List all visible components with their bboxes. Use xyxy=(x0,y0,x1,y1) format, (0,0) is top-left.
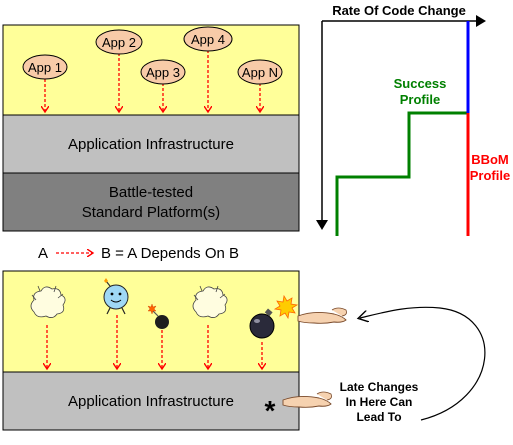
walking-bomb-icon xyxy=(103,278,129,315)
app-bubble-3: App 3 xyxy=(140,59,186,85)
app-label: App 1 xyxy=(28,60,62,75)
bottom-stack-diagram: Application Infrastructure * xyxy=(2,270,486,431)
legend-a: A xyxy=(38,245,48,262)
explosion-cloud-icon xyxy=(30,285,66,318)
pointing-hand-icon xyxy=(282,391,332,408)
platform-layer xyxy=(2,172,300,232)
bbom-label-line1: BBoM xyxy=(471,152,509,167)
success-label-line1: Success xyxy=(394,76,447,91)
late-changes-note-line3: Lead To xyxy=(356,410,401,424)
chart-title: Rate Of Code Change xyxy=(332,3,466,18)
app-bubble-1: App 1 xyxy=(22,54,68,80)
late-changes-note-line1: Late Changes xyxy=(340,380,419,394)
late-changes-note-line2: In Here Can xyxy=(346,395,413,409)
app-layer xyxy=(2,270,300,373)
app-bubble-n: App N xyxy=(237,59,283,85)
legend: A B = A Depends On B xyxy=(38,245,239,262)
large-bomb-icon xyxy=(249,294,299,339)
platform-label-line1: Battle-tested xyxy=(109,184,193,201)
success-label-line2: Profile xyxy=(400,92,440,107)
app-label: App 2 xyxy=(102,35,136,50)
dependency-arrows xyxy=(45,50,260,111)
rate-of-change-chart: Rate Of Code Change Success Profile BBoM… xyxy=(316,3,510,236)
infrastructure-label: Application Infrastructure xyxy=(68,393,234,410)
explosion-cloud-icon xyxy=(192,285,228,318)
dependency-arrows xyxy=(47,315,262,368)
app-label: App 3 xyxy=(146,65,180,80)
infrastructure-label: Application Infrastructure xyxy=(68,136,234,153)
infrastructure-layer xyxy=(2,371,300,431)
app-label: App N xyxy=(242,65,278,80)
curved-arrow xyxy=(360,306,486,421)
bomb-icon xyxy=(147,303,169,329)
infrastructure-layer xyxy=(2,114,300,174)
pointing-hand-icon xyxy=(297,307,347,324)
asterisk-marker: * xyxy=(265,395,276,426)
success-profile-line xyxy=(335,111,468,236)
app-bubble-4: App 4 xyxy=(183,26,233,52)
app-bubble-2: App 2 xyxy=(95,29,143,55)
platform-label-line2: Standard Platform(s) xyxy=(82,204,220,221)
legend-text: B = A Depends On B xyxy=(101,245,239,262)
app-label: App 4 xyxy=(191,32,225,47)
bbom-label-line2: Profile xyxy=(470,168,510,183)
top-stack-diagram: Application Infrastructure Battle-tested… xyxy=(2,24,300,232)
